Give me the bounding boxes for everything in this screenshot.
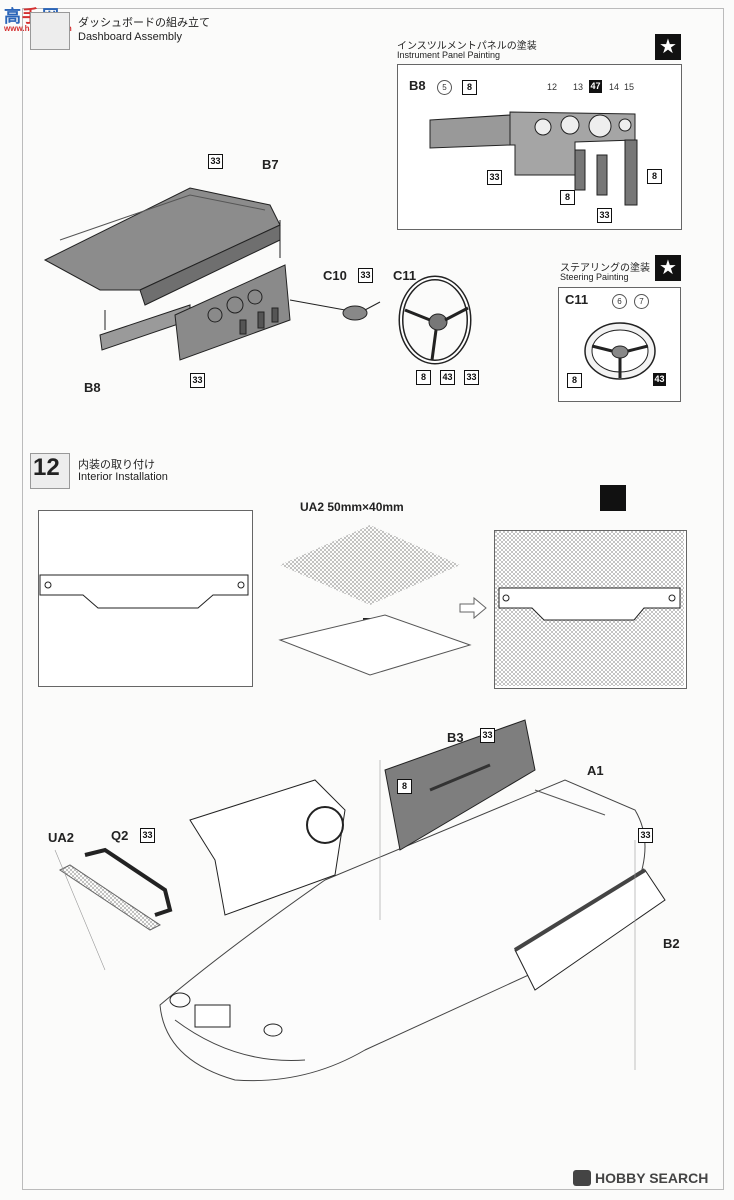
part-label-a1: A1 <box>587 763 604 778</box>
paint-code-c11-c: 33 <box>464 370 479 385</box>
footer-brand: HOBBY SEARCH <box>595 1170 709 1186</box>
paint-star-icon-steering: ★ <box>655 255 681 281</box>
steering-wheel-drawing <box>584 322 656 380</box>
part-label-b2: B2 <box>663 936 680 951</box>
step12-title-jp: 内装の取り付け <box>78 458 155 471</box>
ip-code-47: 47 <box>589 80 602 93</box>
instrument-panel-part-b8: B8 <box>409 78 426 93</box>
instrument-panel-drawing <box>429 111 638 206</box>
paint-code-b3: 33 <box>480 728 495 743</box>
paint-code-b2: 33 <box>638 828 653 843</box>
part-label-b8: B8 <box>84 380 101 395</box>
steering-part-c11: C11 <box>565 292 589 307</box>
steering-code-8: 8 <box>567 373 582 388</box>
part-label-b3: B3 <box>447 730 464 745</box>
step11-title-jp: ダッシュボードの組み立て <box>78 16 210 29</box>
page-frame <box>22 8 724 1190</box>
paint-code-q2: 33 <box>140 828 155 843</box>
template-mesh-right <box>495 531 684 686</box>
part-label-c10: C10 <box>323 268 347 283</box>
step12-title-en: Interior Installation <box>78 471 168 483</box>
steering-title-jp: ステアリングの塗装 <box>560 263 650 274</box>
interior-body-drawing <box>54 719 666 1082</box>
part-label-b7: B7 <box>262 157 279 172</box>
ip-code-13: 13 <box>573 82 584 92</box>
instrument-panel-title-jp: インスツルメントパネルの塗装 <box>397 41 537 52</box>
mesh-icon <box>600 485 626 511</box>
ip-code-8: 8 <box>462 80 477 95</box>
footer-logo <box>573 1170 591 1186</box>
paint-code-c11-a: 8 <box>416 370 431 385</box>
instrument-panel-title-en: Instrument Panel Painting <box>397 50 501 60</box>
paint-code-c10: 33 <box>358 268 373 283</box>
ip-code-14: 14 <box>609 82 620 92</box>
template-shape-left <box>39 574 249 609</box>
step11-title-en: Dashboard Assembly <box>78 31 182 43</box>
part-label-q2: Q2 <box>111 828 129 843</box>
steering-code-43: 43 <box>653 373 666 386</box>
part-label-ua2: UA2 <box>48 830 75 845</box>
dashboard-assembly-drawing <box>43 187 472 365</box>
steering-code-6: 6 <box>612 294 627 309</box>
ip-code-12: 12 <box>547 82 558 92</box>
steering-code-7: 7 <box>634 294 649 309</box>
part-label-c11: C11 <box>393 268 417 283</box>
steering-title-en: Steering Painting <box>560 272 629 282</box>
step11-number-box <box>30 12 70 50</box>
ip-code-33-left: 33 <box>487 170 502 185</box>
paint-code-b7: 33 <box>208 154 223 169</box>
ip-code-8-right: 8 <box>647 169 662 184</box>
arrow-right-icon <box>459 596 487 620</box>
step12-number-box <box>30 453 70 489</box>
ip-code-33-bottom: 33 <box>597 208 612 223</box>
paint-star-icon: ★ <box>655 34 681 60</box>
ip-code-8-bottom: 8 <box>560 190 575 205</box>
svg-text:高: 高 <box>4 6 21 27</box>
paint-code-b8: 33 <box>190 373 205 388</box>
mesh-size-label: UA2 50mm×40mm <box>300 500 404 514</box>
paint-code-b3-inner: 8 <box>397 779 412 794</box>
mesh-sheet-drawing <box>278 525 472 676</box>
step12-number: 12 <box>33 454 60 481</box>
ip-code-15: 15 <box>624 82 635 92</box>
paint-code-c11-b: 43 <box>440 370 455 385</box>
ip-code-5: 5 <box>437 80 452 95</box>
